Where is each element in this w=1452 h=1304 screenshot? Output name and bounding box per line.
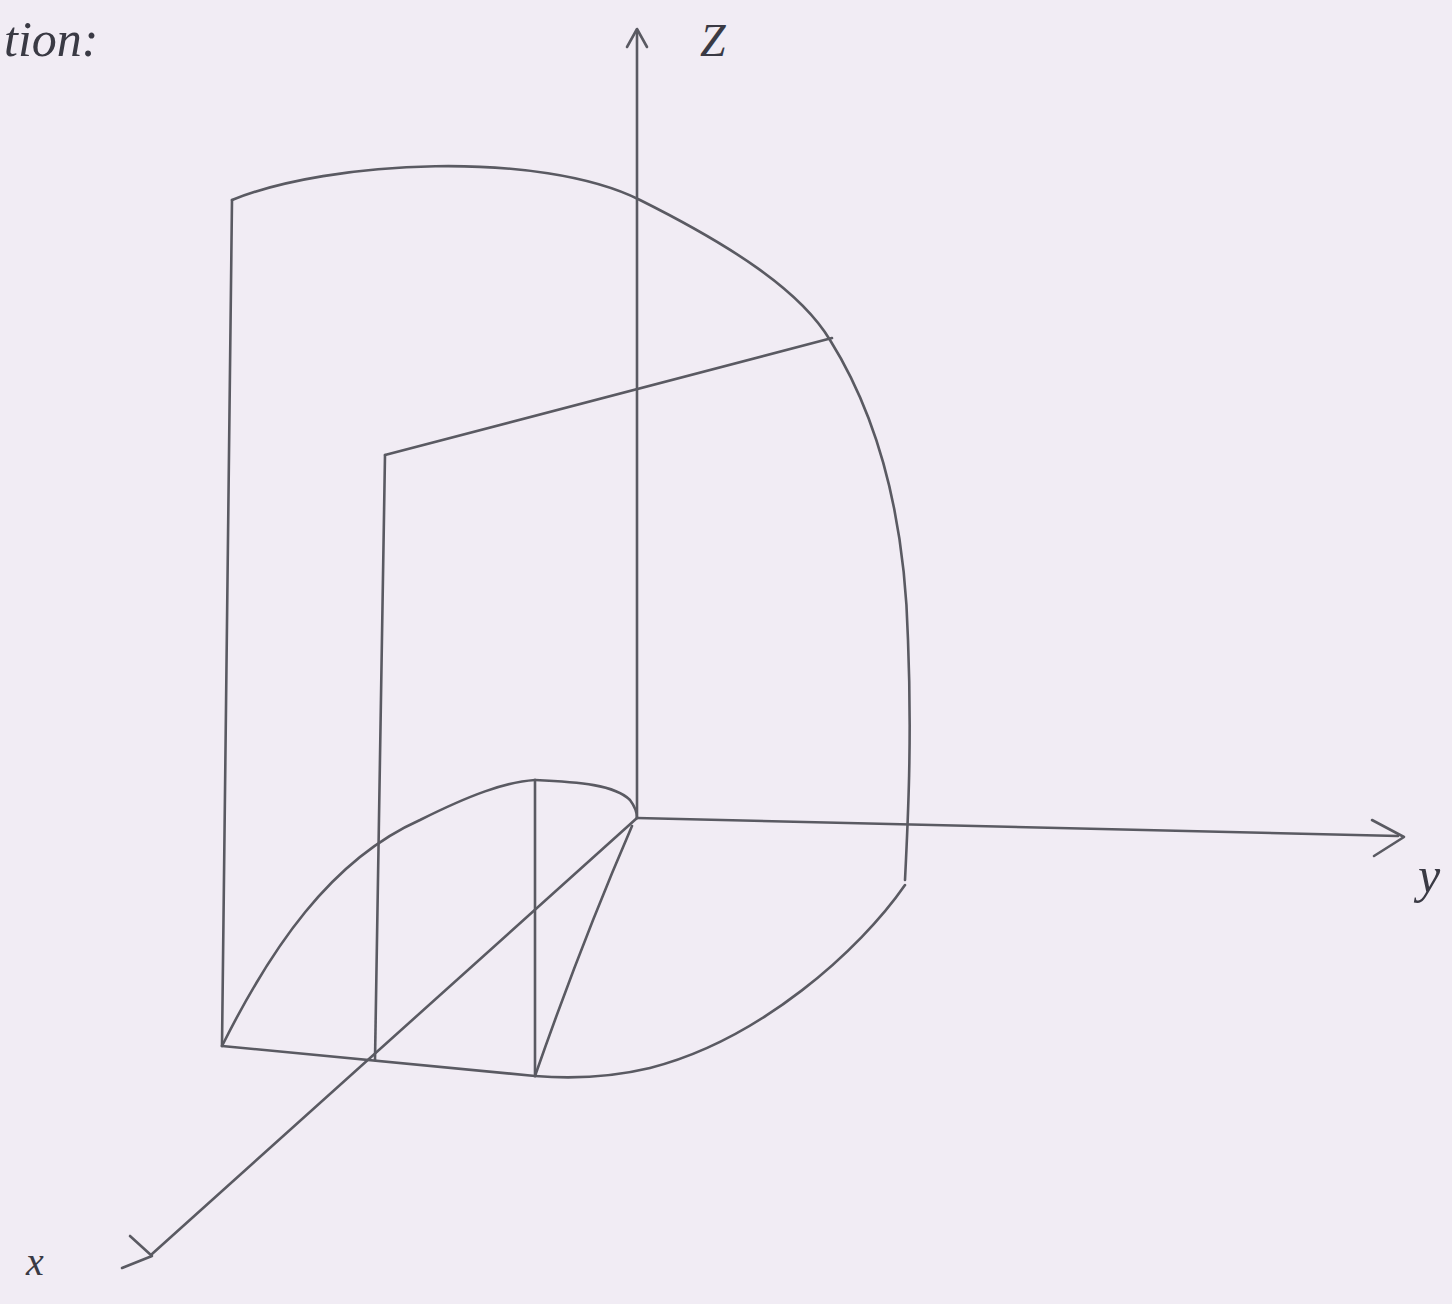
y-axis bbox=[637, 818, 1398, 836]
base-curve bbox=[535, 885, 905, 1078]
z-axis bbox=[636, 30, 639, 818]
z-arrowhead bbox=[627, 29, 647, 47]
base-curve bbox=[535, 826, 632, 1076]
axis-label: x bbox=[26, 1242, 44, 1282]
outer-edge bbox=[222, 200, 232, 1046]
section-top bbox=[385, 338, 832, 455]
base-parabola bbox=[222, 780, 535, 1046]
base-parabola bbox=[535, 780, 637, 818]
axis-label: Z bbox=[700, 18, 726, 64]
axis-label: y bbox=[1418, 850, 1440, 900]
x-arrowhead bbox=[122, 1236, 152, 1268]
section-edge bbox=[375, 455, 385, 1060]
outer-curve bbox=[232, 166, 910, 880]
y-arrowhead bbox=[1372, 820, 1404, 856]
base-line bbox=[534, 780, 537, 1076]
heading-fragment: tion: bbox=[4, 14, 98, 64]
base-edge bbox=[222, 1046, 535, 1076]
